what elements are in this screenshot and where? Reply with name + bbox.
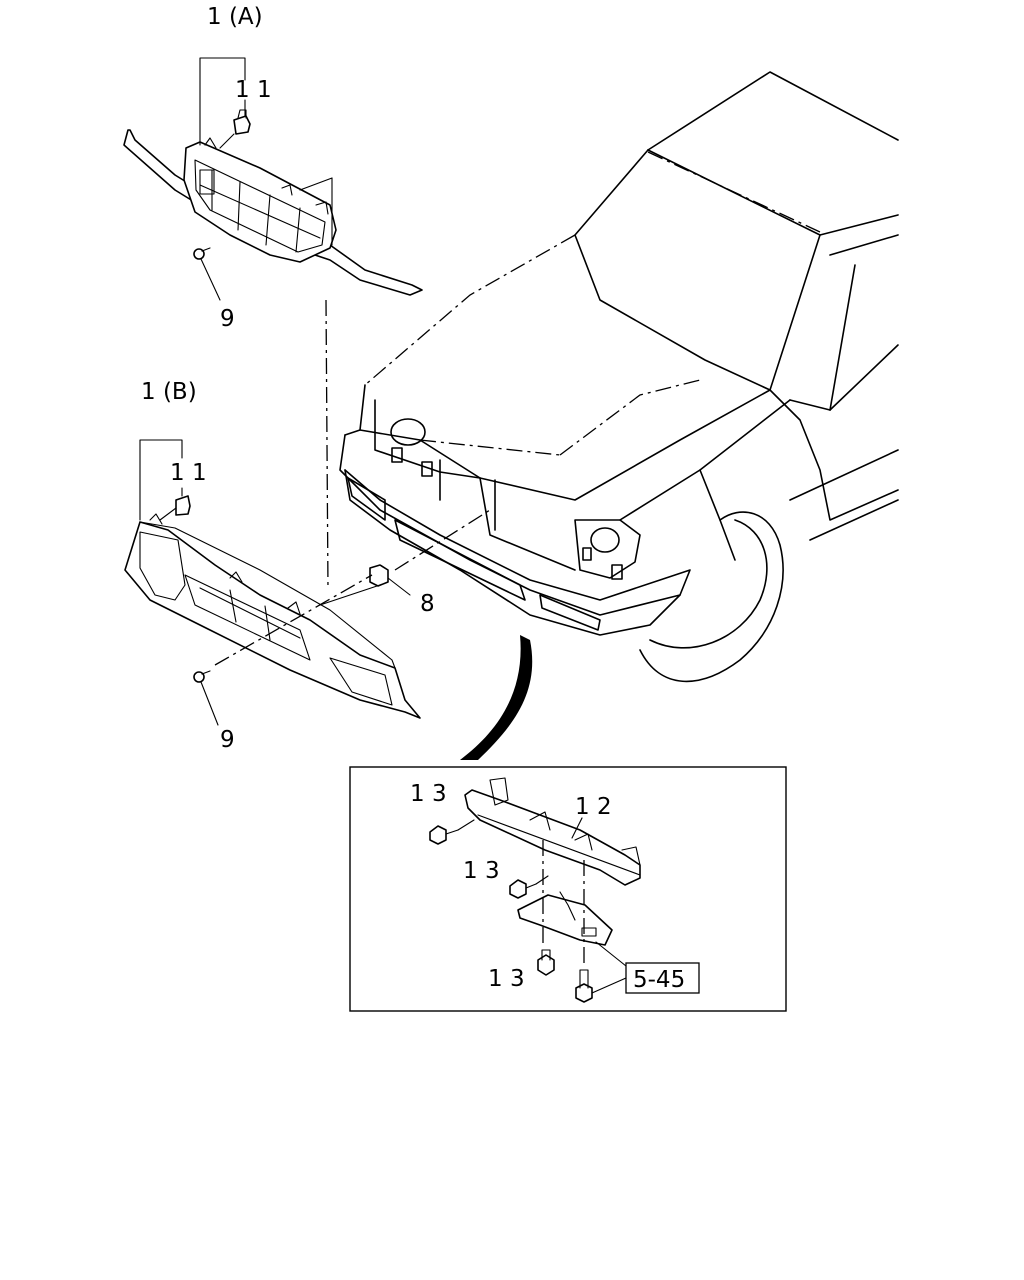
callout-bolt-top: 1 3 — [410, 781, 447, 807]
callout-clip-a: 1 1 — [235, 77, 272, 103]
callout-grille-b: 1 (B) — [141, 379, 197, 405]
grille-b-leaders — [139, 439, 491, 726]
inset-frame — [349, 766, 787, 1012]
grille-b — [124, 495, 421, 719]
reference-box — [625, 962, 700, 994]
callout-nut: 8 — [420, 591, 435, 617]
callout-bolt-mid: 1 3 — [463, 858, 500, 884]
inset-pointer — [460, 635, 533, 760]
grille-a-leaders — [199, 57, 333, 591]
callout-screw-b: 9 — [220, 727, 235, 753]
callout-ref-box: 5-45 — [633, 967, 685, 993]
grille-a — [123, 109, 423, 296]
callout-bolt-low: 1 3 — [488, 966, 525, 992]
callout-clip-b: 1 1 — [170, 460, 207, 486]
bracket-assembly — [429, 777, 641, 1003]
callout-screw-a: 9 — [220, 306, 235, 332]
callout-bracket: 1 2 — [575, 794, 612, 820]
truck-outline — [339, 71, 899, 683]
callout-grille-a: 1 (A) — [207, 4, 263, 30]
